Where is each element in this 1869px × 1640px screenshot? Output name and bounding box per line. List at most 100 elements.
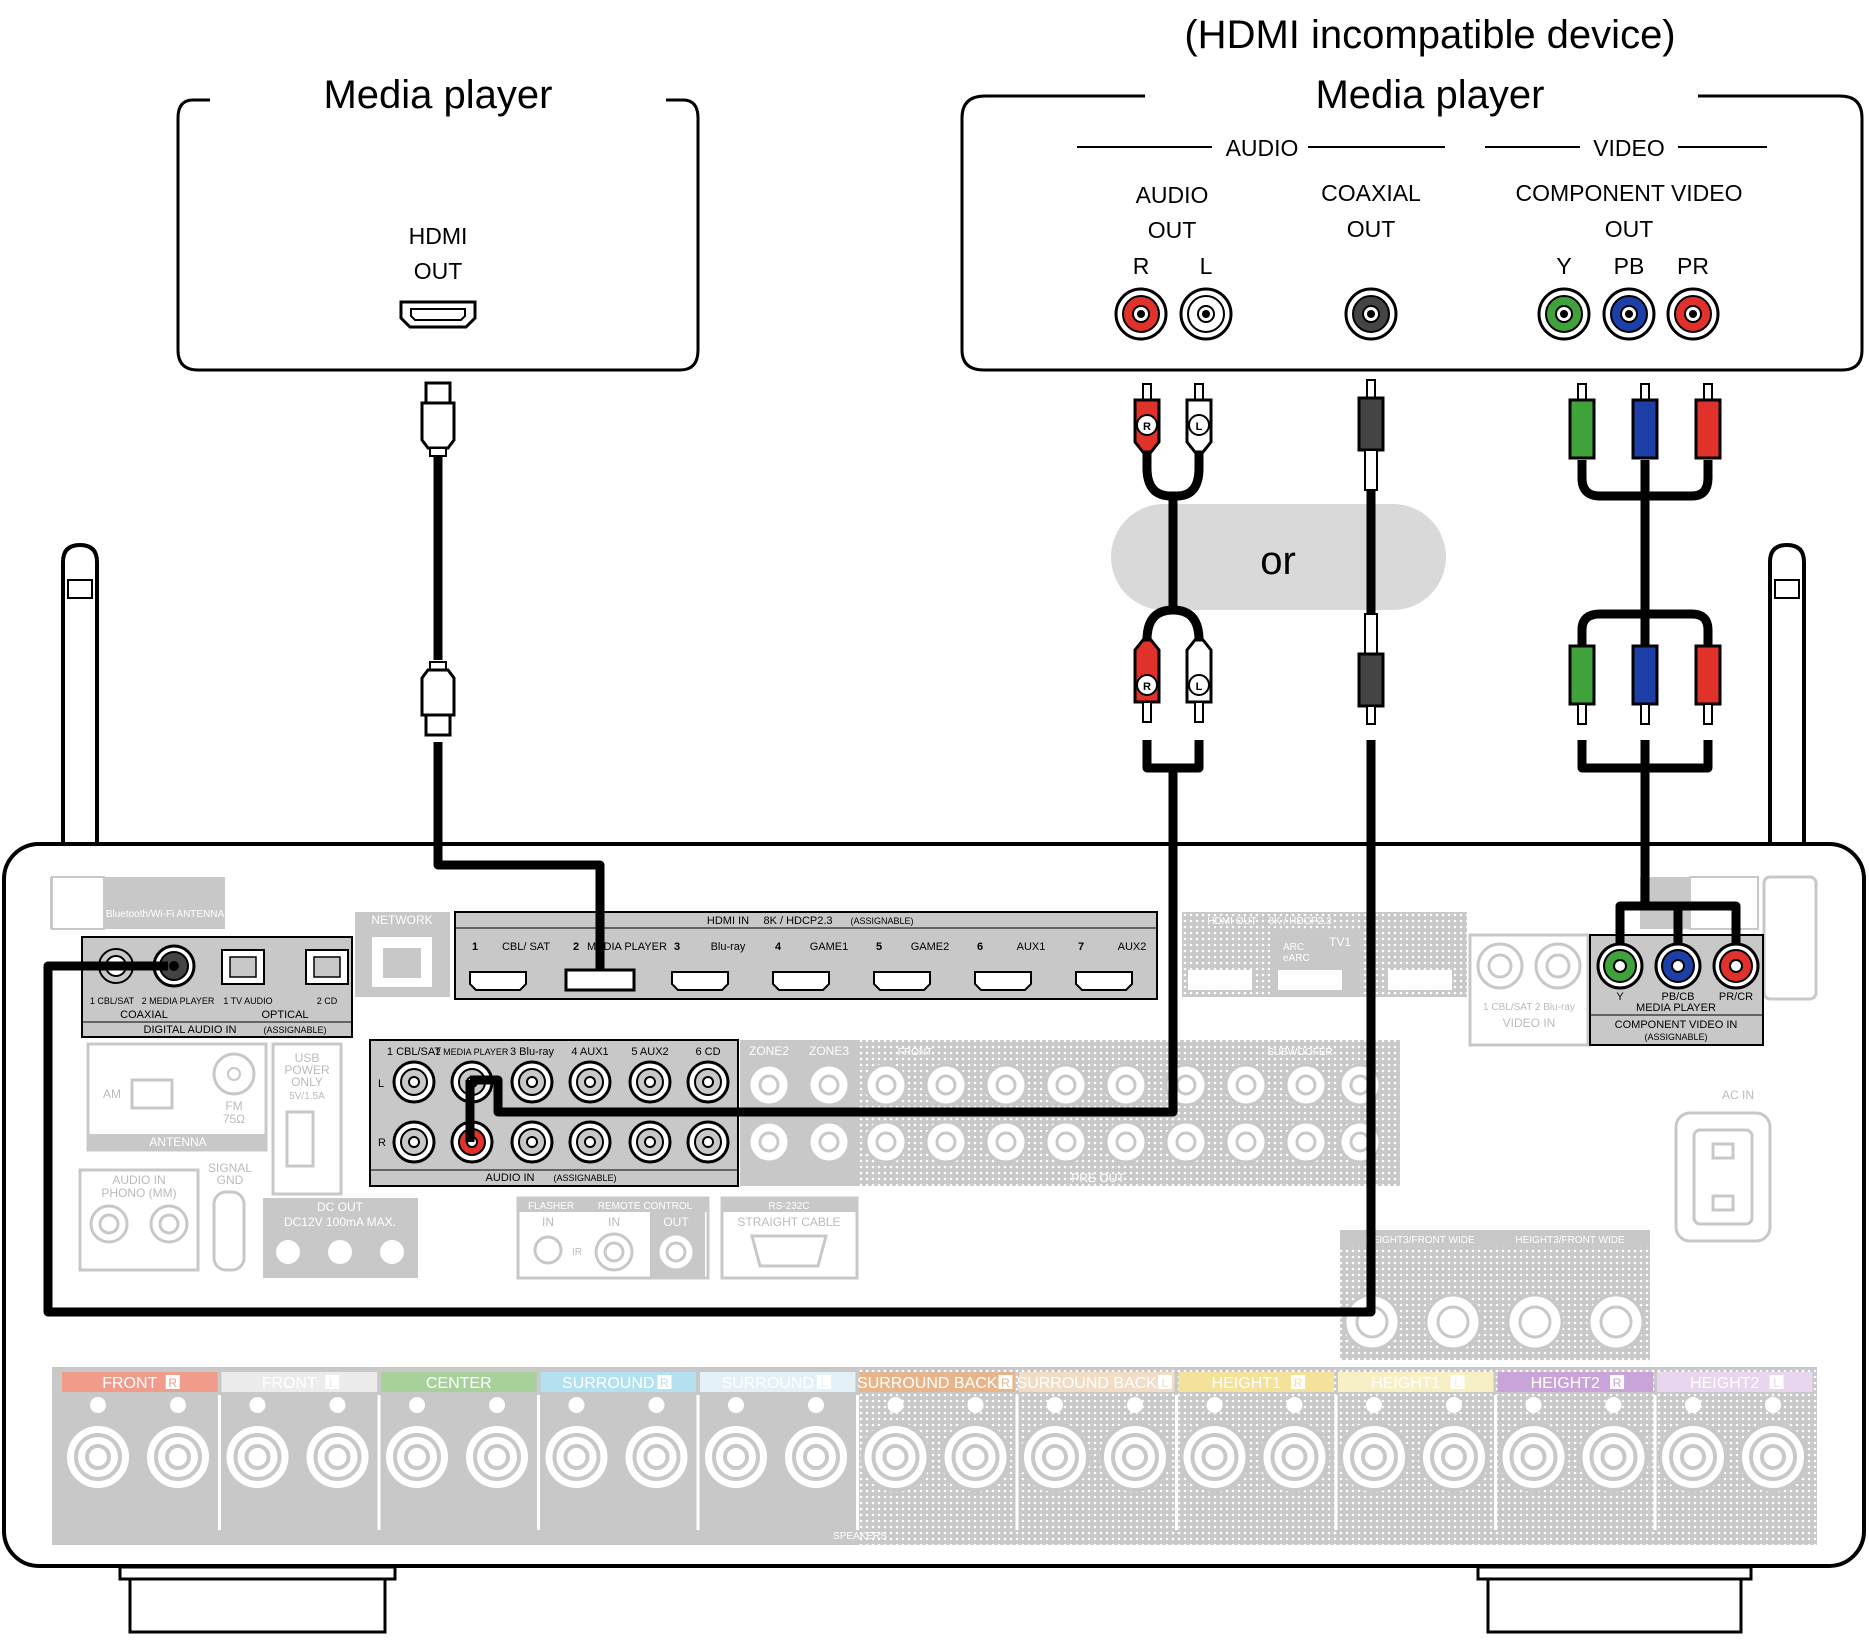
digital-audio-in-title: DIGITAL AUDIO IN [144, 1024, 237, 1036]
phono-label-2: PHONO (MM) [101, 1186, 176, 1200]
component-plug-top [1631, 383, 1659, 460]
component-plug-top [1568, 383, 1596, 460]
pre-out-jack [1284, 1120, 1328, 1164]
speaker-side-label: R [1613, 1376, 1622, 1390]
speaker-side-label: L [1454, 1376, 1461, 1390]
opt-in-1-label: 1 TV AUDIO [223, 996, 272, 1006]
earc-label: eARC [1283, 953, 1310, 964]
rca-jack-y [1537, 287, 1591, 341]
pre-out-front-label: FRONT [898, 1047, 932, 1058]
speaker-side-label: R [1001, 1376, 1010, 1390]
speaker-group: CENTER [381, 1372, 540, 1530]
coaxial-out-label-1: COAXIAL [1321, 180, 1421, 206]
speaker-side-label: L [1162, 1376, 1169, 1390]
pre-out-jack [924, 1120, 968, 1164]
height3-l-label: HEIGHT3/FRONT WIDE [1515, 1235, 1625, 1246]
fm-ohm-label: 75Ω [223, 1112, 245, 1126]
audio-in-jack [392, 1120, 436, 1164]
zone2-label: ZONE2 [749, 1044, 789, 1058]
speaker-group-label: CENTER [426, 1375, 492, 1392]
ac-in-label: AC IN [1722, 1088, 1754, 1102]
digital-audio-in-panel: 1 CBL/SAT 2 MEDIA PLAYER 1 TV AUDIO 2 CD… [81, 936, 353, 1038]
hdmi-out-port-icon [399, 300, 477, 329]
jack-r-label: R [1133, 253, 1150, 279]
video-in-inputs-label: 1 CBL/SAT 2 Blu-ray [1483, 1002, 1575, 1013]
hdmi-out-label-2: OUT [414, 258, 463, 284]
pre-out-jack [1104, 1063, 1148, 1107]
jack-pr-label: PR [1677, 253, 1709, 279]
component-out-label-1: COMPONENT VIDEO [1515, 180, 1742, 206]
hdmi-in-label: Blu-ray [711, 941, 746, 953]
speaker-side-label: L [329, 1376, 336, 1390]
hdmi-in-port [469, 971, 527, 991]
audio-in-jack [392, 1060, 436, 1104]
component-out-label-2: OUT [1605, 216, 1654, 242]
coaxial-group-label: COAXIAL [120, 1009, 168, 1021]
audio-in-jack [686, 1120, 730, 1164]
hdmi-player-title: Media player [323, 73, 552, 117]
audio-in-jack [686, 1060, 730, 1104]
or-divider: or [1111, 504, 1446, 610]
hdmi-in-number: 4 [775, 941, 782, 953]
height3-terminal [1424, 1293, 1482, 1351]
jack-y-label: Y [1556, 253, 1571, 279]
usb-port: USB POWER ONLY 5V/1.5A [271, 1042, 343, 1196]
hdmi-in-port [1075, 971, 1133, 991]
hdmi-in-label: GAME1 [810, 941, 849, 953]
video-in-label: VIDEO IN [1503, 1016, 1556, 1030]
pre-out-jack [807, 1063, 851, 1107]
phono-panel: AUDIO IN PHONO (MM) SIGNAL GND [78, 1161, 252, 1272]
audio-in-jack [628, 1060, 672, 1104]
speaker-group-label: FRONT [102, 1375, 157, 1392]
hdmi-in-number: 1 [472, 941, 478, 953]
pre-out-jack [1044, 1120, 1088, 1164]
pre-out-jack [1044, 1063, 1088, 1107]
comp-title-2: COMPONENT VIDEO IN [1615, 1019, 1738, 1031]
audio-in-title: AUDIO IN [486, 1172, 535, 1184]
straight-cable-label: STRAIGHT CABLE [737, 1215, 840, 1229]
hdmi-in-label: AUX1 [1017, 941, 1046, 953]
hdmi-in-number: 7 [1078, 941, 1084, 953]
hdmi-out-spec: 8K / HDCP2.3 [1269, 916, 1332, 927]
comp-y-label: Y [1616, 991, 1624, 1003]
hdmi-in-slot-4: 4 GAME1 [772, 941, 849, 991]
audio-in-input-label: 4 AUX1 [571, 1046, 608, 1058]
dc-out-label: DC OUT [317, 1200, 364, 1214]
av-receiver: Bluetooth/Wi-Fi ANTENNA NETWORK HDMI IN … [2, 542, 1866, 1634]
hdmi-in-port [974, 971, 1032, 991]
hdmi-in-label: GAME2 [911, 941, 950, 953]
rca-jack-audio-l [1179, 287, 1233, 341]
rca-jack-coaxial [1344, 287, 1398, 341]
speaker-side-label: L [1773, 1376, 1780, 1390]
hdmi-incompatible-note: (HDMI incompatible device) [1184, 13, 1675, 57]
speaker-group-label: FRONT [262, 1375, 317, 1392]
comp-pb-label: PB/CB [1661, 991, 1694, 1003]
rca-jack-audio-r [1114, 287, 1168, 341]
audio-in-jack [628, 1120, 672, 1164]
digital-in-assignable: (ASSIGNABLE) [263, 1025, 326, 1035]
component-plug-bottom [1568, 644, 1596, 725]
speaker-group: FRONT L [221, 1372, 381, 1530]
hdmi-in-label: AUX2 [1118, 941, 1147, 953]
stereo-rca-cable: R L R L [465, 383, 1213, 1142]
optical-group-label: OPTICAL [261, 1009, 308, 1021]
zone3-label: ZONE3 [809, 1044, 849, 1058]
hdmi-in-label: MEDIA PLAYER [587, 941, 667, 953]
plug-l-top: L [1196, 421, 1203, 433]
hdmi-out-panel: HDMI OUT 8K / HDCP2.3 ARC eARC TV1 [1182, 912, 1467, 997]
audio-group-label: AUDIO [1226, 135, 1299, 161]
speaker-group-label: HEIGHT2 [1531, 1375, 1600, 1392]
flasher-label: FLASHER [528, 1201, 574, 1212]
comp-assignable: (ASSIGNABLE) [1644, 1032, 1707, 1042]
cables: R L R L [43, 379, 1741, 1317]
pre-out-jack [984, 1063, 1028, 1107]
